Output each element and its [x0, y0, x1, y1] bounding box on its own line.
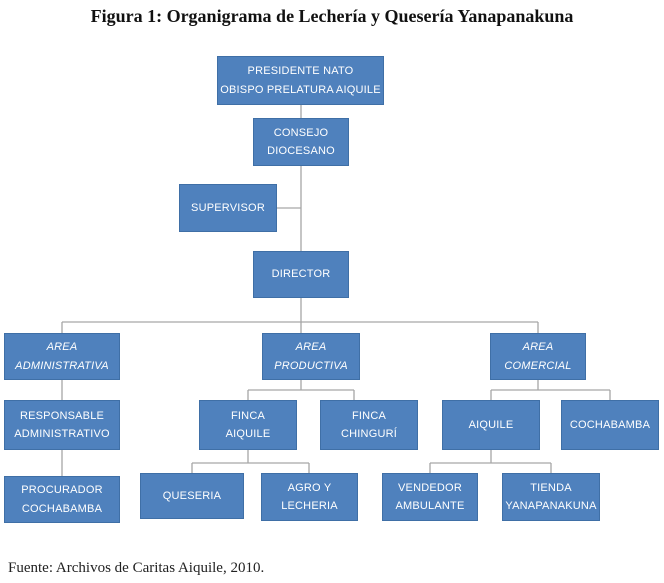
node-supervisor: SUPERVISOR — [179, 184, 277, 232]
node-area-productiva: AREA PRODUCTIVA — [262, 333, 360, 380]
node-procurador-cochabamba: PROCURADOR COCHABAMBA — [4, 476, 120, 523]
node-area-administrativa: AREA ADMINISTRATIVA — [4, 333, 120, 380]
node-consejo-diocesano: CONSEJO DIOCESANO — [253, 118, 349, 166]
node-finca-chinguri: FINCA CHINGURÍ — [320, 400, 418, 450]
node-area-comercial: AREA COMERCIAL — [490, 333, 586, 380]
figure-title: Figura 1: Organigrama de Lechería y Ques… — [90, 6, 574, 26]
node-vendedor-ambulante: VENDEDOR AMBULANTE — [382, 473, 478, 521]
node-tienda-yanapanakuna: TIENDA YANAPANAKUNA — [502, 473, 600, 521]
node-director: DIRECTOR — [253, 251, 349, 298]
node-finca-aiquile: FINCA AIQUILE — [199, 400, 297, 450]
node-agro-lecheria: AGRO Y LECHERIA — [261, 473, 358, 521]
node-presidente: PRESIDENTE NATO OBISPO PRELATURA AIQUILE — [217, 56, 384, 105]
node-queseria: QUESERIA — [140, 473, 244, 519]
node-aiquile: AIQUILE — [442, 400, 540, 450]
node-responsable-administrativo: RESPONSABLE ADMINISTRATIVO — [4, 400, 120, 450]
node-cochabamba: COCHABAMBA — [561, 400, 659, 450]
source-caption: Fuente: Archivos de Caritas Aiquile, 201… — [8, 560, 265, 576]
